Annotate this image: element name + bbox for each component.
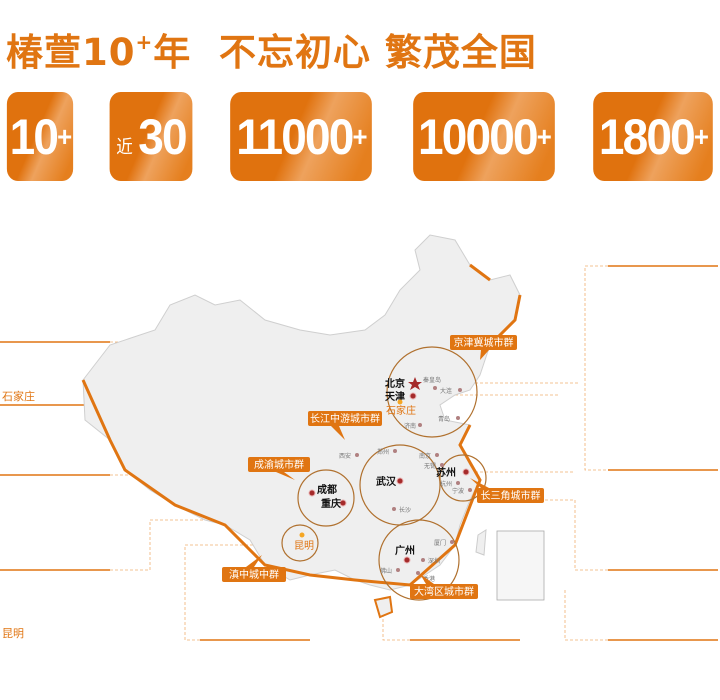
city-marker [393, 449, 397, 453]
svg-text:成渝城市群: 成渝城市群 [254, 458, 304, 471]
svg-text:滇中城中群: 滇中城中群 [229, 568, 279, 581]
cluster-tag: 长江中游城市群 [308, 411, 382, 440]
city-marker [450, 540, 454, 544]
city-label: 香港 [423, 575, 435, 583]
city-marker [409, 392, 417, 400]
city-marker [392, 507, 396, 511]
hainan-island [373, 595, 394, 619]
leader-lines [0, 265, 718, 641]
taiwan-island [475, 529, 487, 556]
side-label-shijiazhuang: 石家庄 [2, 390, 35, 403]
city-label: 厦门 [434, 539, 446, 547]
cluster-tag: 大湾区城市群 [410, 574, 478, 599]
stat-card-11000: 11000+ [230, 92, 372, 181]
stat-card-years: 10+ [6, 92, 74, 181]
cluster-tag: 京津冀城市群 [450, 335, 517, 360]
city-label: 郑州 [377, 448, 389, 456]
city-label: 石家庄 [386, 404, 416, 417]
cluster-tag: 滇中城中群 [222, 555, 286, 582]
city-label: 昆明 [294, 540, 314, 552]
city-marker [355, 453, 359, 457]
city-marker [468, 488, 472, 492]
city-label: 深圳 [428, 557, 440, 565]
city-marker [339, 499, 347, 507]
city-marker [435, 453, 439, 457]
side-label-kunming: 昆明 [2, 627, 24, 640]
city-label: 宁波 [452, 487, 464, 495]
svg-text:京津冀城市群: 京津冀城市群 [454, 336, 514, 349]
city-label: 济南 [404, 422, 416, 430]
city-marker [418, 423, 422, 427]
city-label: 成都 [317, 483, 337, 496]
stat-card-1800: 1800+ [593, 92, 713, 181]
city-label: 南京 [419, 452, 431, 460]
city-marker [458, 388, 462, 392]
city-marker [416, 571, 420, 575]
cluster-tag: 成渝城市群 [248, 457, 310, 480]
cluster-rings [281, 346, 487, 601]
city-marker [456, 416, 460, 420]
city-label: 重庆 [321, 497, 341, 510]
cluster-tag: 长三角城市群 [470, 478, 544, 503]
city-label: 青岛 [438, 415, 450, 423]
city-marker [396, 477, 404, 485]
city-label: 杭州 [440, 480, 452, 488]
city-marker [433, 386, 437, 390]
svg-text:长江中游城市群: 长江中游城市群 [310, 412, 380, 425]
stat-card-10000: 10000+ [413, 92, 555, 181]
city-marker [396, 568, 400, 572]
svg-text:大湾区城市群: 大湾区城市群 [414, 585, 474, 598]
city-marker [299, 532, 305, 538]
city-label: 大连 [440, 387, 452, 395]
city-marker [456, 481, 460, 485]
city-label: 武汉 [376, 475, 397, 488]
city-marker [462, 468, 470, 476]
city-marker [421, 558, 425, 562]
city-marker [440, 463, 444, 467]
svg-text:长三角城市群: 长三角城市群 [481, 489, 541, 502]
page-title: 椿萱10+年 不忘初心 繁茂全国 [6, 30, 537, 74]
beijing-star-icon [408, 377, 422, 390]
city-marker [403, 556, 411, 564]
city-label: 无锡 [424, 462, 436, 470]
city-marker [308, 489, 316, 497]
city-label: 长沙 [399, 506, 411, 514]
city-label: 西安 [339, 452, 351, 460]
city-label: 佛山 [380, 567, 392, 575]
city-label: 广州 [395, 544, 415, 557]
city-label: 苏州 [436, 466, 456, 479]
city-label: 秦皇岛 [423, 376, 441, 384]
city-marker [397, 399, 403, 405]
city-label: 北京 [385, 377, 405, 390]
south-china-sea-inset [496, 530, 545, 601]
